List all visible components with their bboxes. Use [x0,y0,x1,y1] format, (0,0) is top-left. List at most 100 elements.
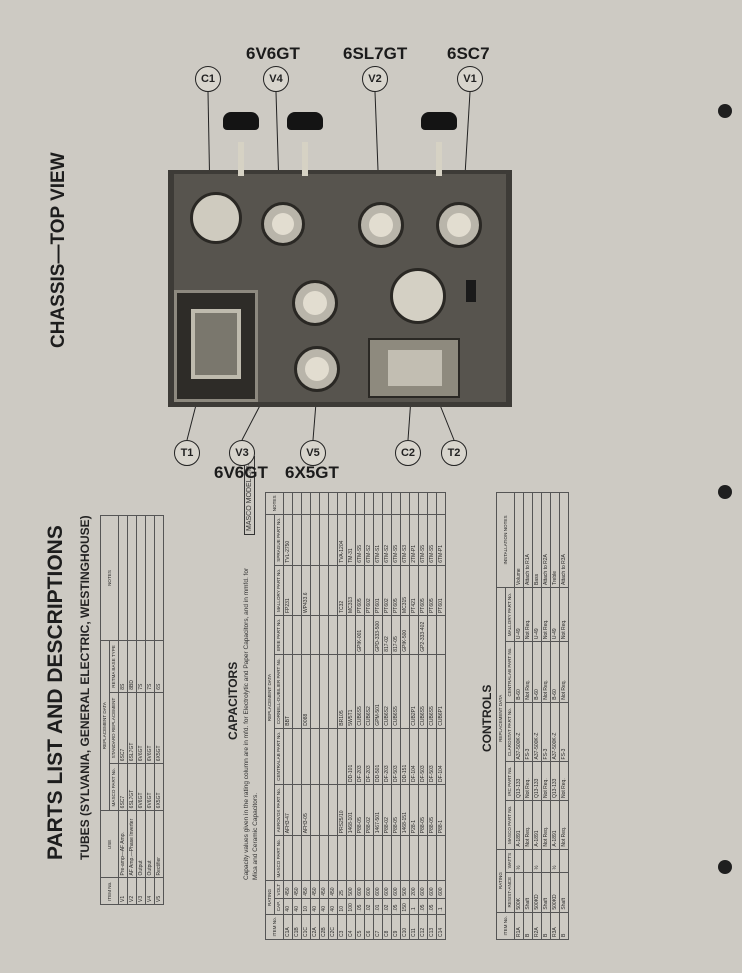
capacitors-row-cell: 100 [346,898,356,915]
control-knob [421,112,457,130]
capacitors-row-cell: PT601 [373,565,383,616]
capacitors-row-cell: BBT [283,654,293,729]
capacitors-row-cell: CUB6S5 [427,654,437,729]
capacitors-row-cell: P88-05 [391,784,401,836]
capacitors-row-cell: PT601 [436,565,446,616]
controls-row-cell: Attach to R1A [523,492,533,588]
capacitors-row-cell [337,728,347,785]
capacitors-col-header: VOLT [274,880,284,899]
controls-row-cell: B [523,912,533,940]
capacitors-row-cell: 450 [328,880,338,899]
capacitors-row-cell: 600 [373,880,383,899]
tubes-row-cell: V1 [118,877,128,905]
controls-row-cell: ½ [514,849,524,873]
controls-row-cell: ½ [532,849,542,873]
capacitors-row-cell: PT605 [418,565,428,616]
capacitors-row-cell: TM-31 [346,514,356,566]
capacitors-group-header: REPLACEMENT DATA [265,514,275,881]
capacitors-row-cell [319,492,329,515]
capacitors-row-cell [319,728,329,785]
controls-row-cell: Q13-133 [550,761,560,801]
capacitors-row-cell: CUB6S5 [418,654,428,729]
capacitors-row-cell: P88-02 [382,784,392,836]
capacitors-row-cell [310,784,320,836]
controls-row-cell: A-1891 [550,800,560,850]
capacitors-row-cell [436,615,446,655]
capacitors-row-cell: C2A [310,914,320,940]
transformer-t1 [174,290,258,402]
capacitors-row-cell: PRS25/10 [337,784,347,836]
tubes-table: ITEM No. USE REPLACEMENT DATA NOTES MASC… [100,515,164,905]
capacitors-row-cell [310,728,320,785]
tube-v3 [292,280,338,326]
capacitors-row-cell [364,835,374,881]
capacitors-row-cell [319,654,329,729]
controls-row-cell: B [541,912,551,940]
tubes-row-cell: 6X5GT [154,763,164,811]
capacitors-row-cell [310,654,320,729]
switch [466,280,476,302]
capacitors-row-cell [328,565,338,616]
capacitors-row-cell [319,784,329,836]
capacitors-row-cell: .1 [436,898,446,915]
capacitors-row-cell [409,615,419,655]
capacitors-row-cell [418,492,428,515]
tube-v2 [358,202,404,248]
capacitors-row-cell [328,728,338,785]
capacitors-row-cell: C14 [436,914,446,940]
capacitors-row-cell: AFH3-05 [301,784,311,836]
capacitors-row-cell: DF-503 [427,728,437,785]
controls-row-cell: Not Req. [559,800,569,850]
punch-hole-top [718,104,732,118]
capacitors-row-cell [310,615,320,655]
callout-t2: T2 [441,440,467,466]
tubes-row-cell: 6V6GT [145,763,155,811]
capacitors-row-cell [301,728,311,785]
capacitors-row-cell: 6TM-S1 [373,514,383,566]
capacitors-row-cell: TC32 [337,565,347,616]
tubes-col-header: MASCO PART No. [109,763,119,811]
capacitors-row-cell [409,835,419,881]
tubes-group-header: REPLACEMENT DATA [100,640,110,811]
controls-col-header: INSTALLATION NOTES [496,492,515,588]
capacitors-row-cell [355,492,365,515]
controls-row-cell: B-60 [514,641,524,703]
tubes-row-cell: 6X5GT [154,692,164,764]
controls-row-cell: FS-3 [541,702,551,762]
main-title-block: PARTS LIST AND DESCRIPTIONS [44,525,68,860]
capacitors-row-cell [382,492,392,515]
controls-title-block: CONTROLS [480,685,494,752]
capacitors-row-cell [364,615,374,655]
tubes-row-cell: Output [136,810,146,878]
capacitors-row-cell: 500 [346,880,356,899]
capacitors-row-cell: 2TM-P1 [409,514,419,566]
controls-row-cell: A-1891 [514,800,524,850]
callout-c1: C1 [195,66,221,92]
capacitors-row-cell: CUB6S5 [391,654,401,729]
bottom-tube-label: 6V6GT [214,463,268,482]
capacitors-row-cell [346,492,356,515]
main-title: PARTS LIST AND DESCRIPTIONS [44,525,67,860]
capacitors-row-cell [292,492,302,515]
capacitors-row-cell [319,835,329,881]
tubes-row-cell: 6SL7GT [127,692,137,764]
controls-row-cell: R3A [550,912,560,940]
top-tube-label: 6SL7GT [343,44,408,63]
control-shaft [436,142,442,176]
capacitors-row-cell: D088 [301,654,311,729]
capacitors-row-cell: C9 [391,914,401,940]
capacitors-row-cell: GP2-333-402 [418,615,428,655]
capacitors-row-cell: C4 [346,914,356,940]
capacitors-row-cell: C2C [328,914,338,940]
